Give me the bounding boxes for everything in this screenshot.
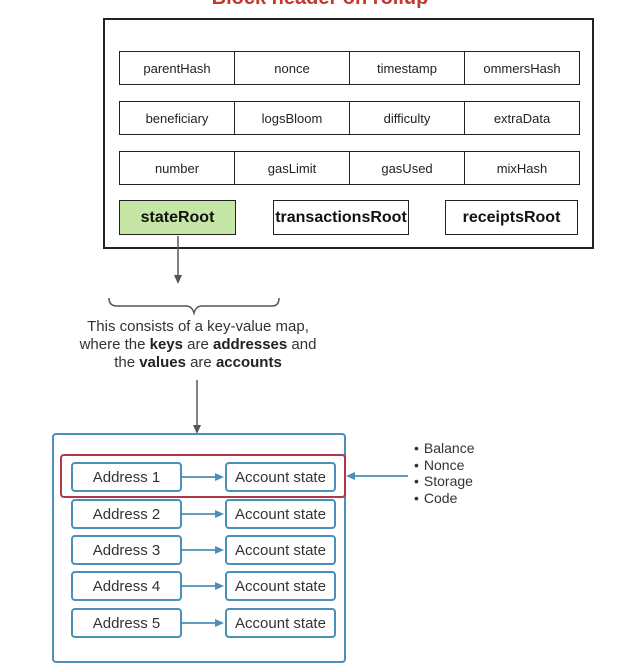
field-difficulty: difficulty — [349, 101, 465, 135]
diagram-title: Block header on rollup — [0, 0, 640, 10]
field-logsBloom: logsBloom — [234, 101, 350, 135]
address-3: Address 3 — [71, 535, 182, 565]
field-ommersHash: ommersHash — [464, 51, 580, 85]
account-attributes-list: Balance Nonce Storage Code — [414, 440, 475, 506]
attribute-code: Code — [414, 490, 475, 507]
explanation-line-3: the values are accounts — [114, 354, 282, 371]
row-arrows — [182, 473, 224, 627]
account-state-1: Account state — [225, 462, 336, 492]
field-mixHash: mixHash — [464, 151, 580, 185]
address-1: Address 1 — [71, 462, 182, 492]
field-gasLimit: gasLimit — [234, 151, 350, 185]
address-5: Address 5 — [71, 608, 182, 638]
explanation-line-2: where the keys are addresses and — [79, 336, 317, 353]
address-2: Address 2 — [71, 499, 182, 529]
connector-lines — [108, 236, 408, 627]
block-header-box — [103, 18, 594, 249]
highlighted-row — [60, 454, 346, 498]
attribute-storage: Storage — [414, 473, 475, 490]
account-state-4: Account state — [225, 571, 336, 601]
account-state-5: Account state — [225, 608, 336, 638]
field-beneficiary: beneficiary — [119, 101, 235, 135]
state-root-box: stateRoot — [119, 200, 236, 235]
field-extraData: extraData — [464, 101, 580, 135]
curly-brace — [108, 297, 280, 316]
transactions-root-box: transactionsRoot — [273, 200, 409, 235]
key-value-explanation: This consists of a key-value map, where … — [58, 318, 338, 372]
attribute-balance: Balance — [414, 440, 475, 457]
field-number: number — [119, 151, 235, 185]
attribute-nonce: Nonce — [414, 457, 475, 474]
field-timestamp: timestamp — [349, 51, 465, 85]
receipts-root-box: receiptsRoot — [445, 200, 578, 235]
field-gasUsed: gasUsed — [349, 151, 465, 185]
account-state-2: Account state — [225, 499, 336, 529]
address-4: Address 4 — [71, 571, 182, 601]
account-state-3: Account state — [225, 535, 336, 565]
explanation-line-1: This consists of a key-value map, — [87, 318, 309, 335]
